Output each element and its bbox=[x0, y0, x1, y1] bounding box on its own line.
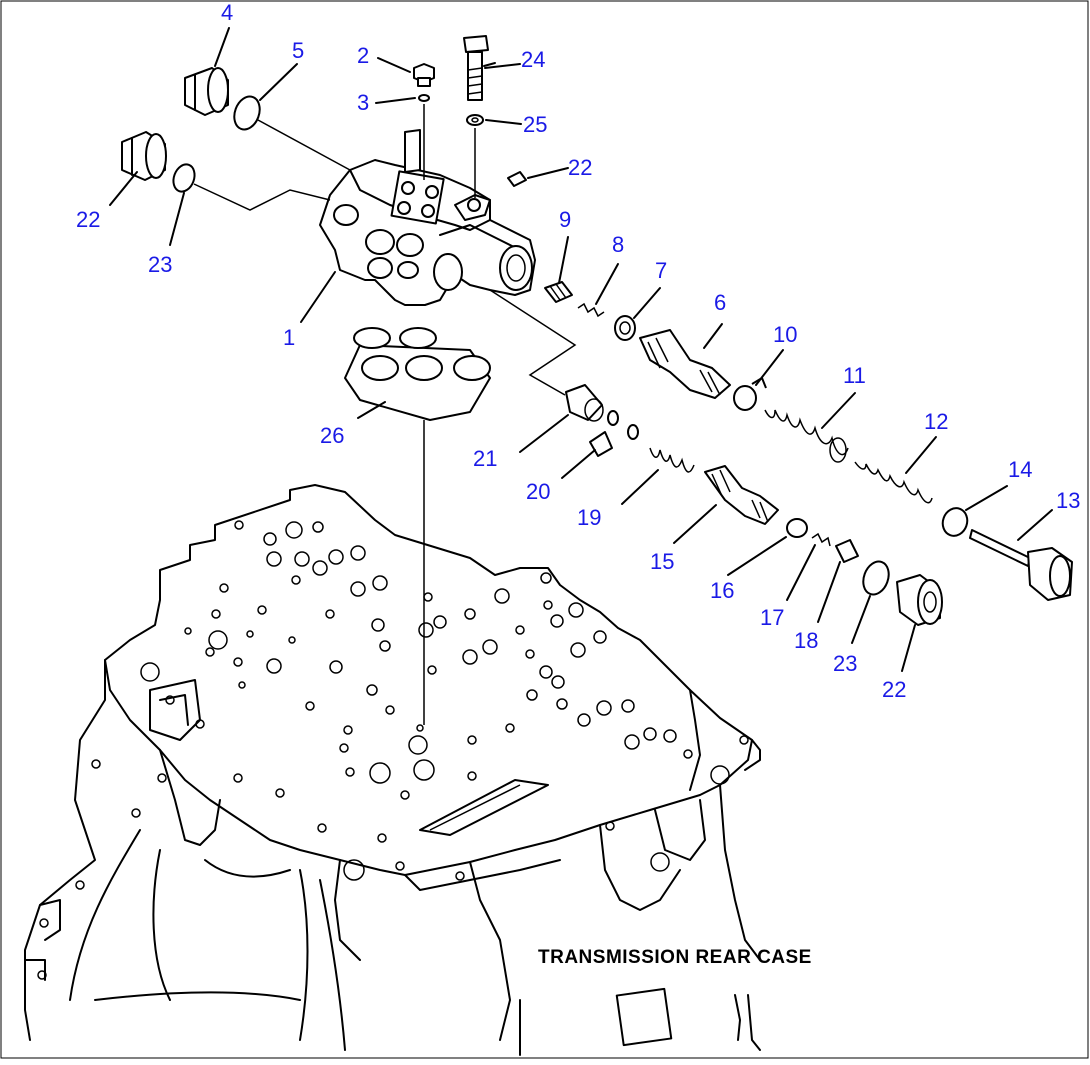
bolt-26 bbox=[463, 35, 489, 101]
callout-10: 10 bbox=[773, 322, 797, 347]
callout-20: 20 bbox=[526, 479, 550, 504]
o-ring-5 bbox=[233, 95, 261, 131]
plug-4 bbox=[184, 67, 229, 116]
spool-series-lower bbox=[565, 384, 943, 626]
callout-5: 5 bbox=[292, 38, 304, 63]
callout-17: 17 bbox=[760, 605, 784, 630]
callout-8: 8 bbox=[612, 232, 624, 257]
callout-1: 1 bbox=[283, 325, 295, 350]
callout-11: 11 bbox=[843, 363, 866, 388]
plug-24 bbox=[507, 171, 527, 187]
plug-22-top bbox=[121, 131, 167, 181]
callout-26: 24 bbox=[521, 47, 545, 72]
callout-22-top: 22 bbox=[76, 207, 100, 232]
callout-9: 9 bbox=[559, 207, 571, 232]
callout-3: 3 bbox=[357, 90, 369, 115]
o-ring-23-top bbox=[172, 163, 196, 193]
callout-19: 19 bbox=[577, 505, 601, 530]
callout-25: 26 bbox=[320, 423, 344, 448]
callout-24: 22 bbox=[568, 155, 592, 180]
callout-6: 6 bbox=[714, 290, 726, 315]
callout-7: 7 bbox=[655, 258, 667, 283]
callout-12: 12 bbox=[924, 409, 948, 434]
callout-15: 15 bbox=[650, 549, 674, 574]
callout-18: 18 bbox=[794, 628, 818, 653]
callout-27: 25 bbox=[523, 112, 547, 137]
callout-23-top: 23 bbox=[148, 252, 172, 277]
washer-27 bbox=[466, 114, 484, 126]
callout-4: 4 bbox=[221, 0, 233, 25]
washer-3 bbox=[418, 94, 430, 102]
bolt-2 bbox=[413, 63, 435, 87]
callout-22-bottom: 22 bbox=[882, 677, 906, 702]
callout-23-bottom: 23 bbox=[833, 651, 857, 676]
caption-transmission-rear-case: TRANSMISSION REAR CASE bbox=[538, 947, 812, 968]
gasket-25 bbox=[344, 327, 491, 725]
callout-16: 16 bbox=[710, 578, 734, 603]
callout-labels: 4 5 2 3 24 25 22 22 23 1 9 8 7 6 10 11 1… bbox=[76, 0, 1080, 702]
callout-13: 13 bbox=[1056, 488, 1080, 513]
spool-series-upper bbox=[489, 281, 1073, 601]
callout-14: 14 bbox=[1008, 457, 1032, 482]
callout-21: 21 bbox=[473, 446, 497, 471]
valve-body bbox=[319, 129, 536, 306]
leader-lines bbox=[109, 27, 1053, 672]
callout-2: 2 bbox=[357, 43, 369, 68]
case-holes bbox=[37, 520, 749, 980]
transmission-rear-case bbox=[24, 484, 761, 1056]
